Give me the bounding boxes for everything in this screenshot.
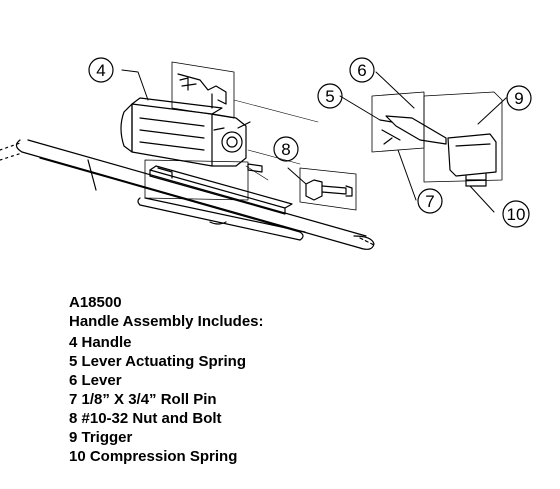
callout-10-label: 10 (507, 205, 526, 224)
slide-rail (144, 159, 293, 215)
parts-list-item: 4 Handle (69, 334, 132, 351)
nut-and-bolt-part (247, 163, 357, 211)
callout-7-label: 7 (425, 192, 434, 211)
callout-8-label: 8 (281, 140, 290, 159)
part-number: A18500 (69, 294, 122, 311)
exploded-assembly-diagram: 4 5 6 7 8 9 10 (0, 57, 532, 250)
callout-circles (88, 57, 532, 228)
parts-list-item: 5 Lever Actuating Spring (69, 353, 246, 370)
callout-6-label: 6 (357, 61, 366, 80)
callout-9-circle (506, 85, 532, 111)
parts-list-item: 7 1/8” X 3/4” Roll Pin (69, 391, 217, 408)
callout-8-circle (273, 136, 299, 162)
callout-6-circle (349, 57, 375, 83)
parts-list: A18500 Handle Assembly Includes: 4 Handl… (69, 293, 549, 466)
parts-list-heading: Handle Assembly Includes: (69, 313, 264, 330)
parts-list-item: 10 Compression Spring (69, 448, 238, 465)
callout-10-circle (502, 200, 530, 228)
callout-leaders (121, 69, 507, 213)
handle-part (120, 97, 251, 167)
tube-shaft (0, 139, 377, 250)
parts-list-item: 8 #10-32 Nut and Bolt (69, 410, 222, 427)
callout-7-circle (417, 188, 443, 214)
callout-5-label: 5 (325, 87, 334, 106)
trigger-part (423, 91, 503, 187)
callout-9-label: 9 (514, 89, 523, 108)
callout-5-circle (317, 83, 343, 109)
callout-4-circle (88, 57, 114, 83)
lever-inset (371, 91, 447, 153)
parts-list-item: 9 Trigger (69, 429, 133, 446)
alignment-lines (233, 99, 319, 181)
parts-list-item: 6 Lever (69, 372, 122, 389)
callout-4-label: 4 (96, 61, 105, 80)
bracket-inset (171, 61, 235, 119)
